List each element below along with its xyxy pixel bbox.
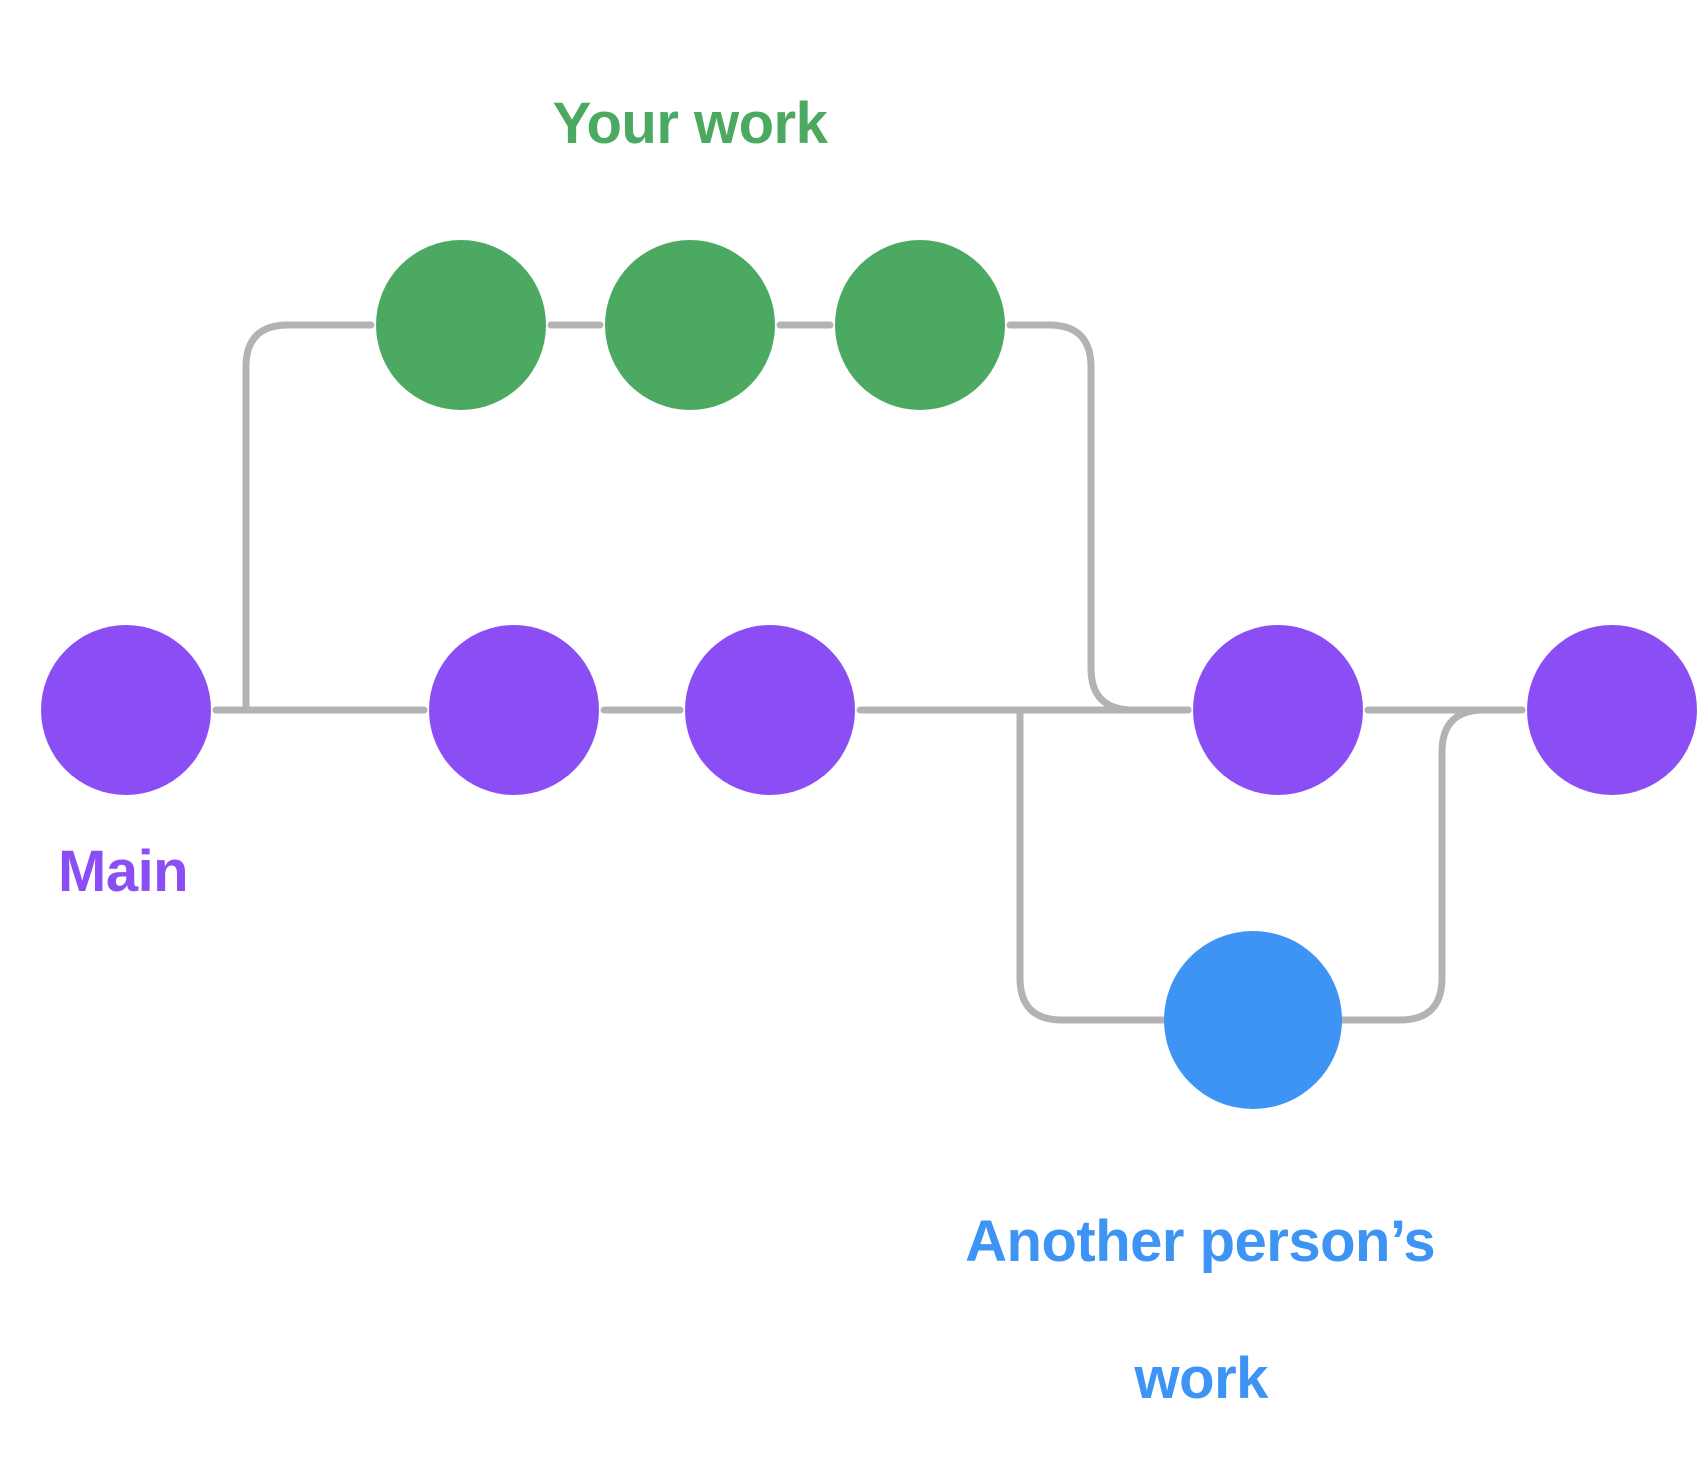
branch-graph-svg — [41, 240, 1697, 1109]
branch-label-main: Main — [58, 839, 189, 904]
connector-merge-your-work — [1006, 321, 1192, 714]
branch-label-other-person: Another person’s work — [860, 1140, 1480, 1482]
commit-node-main-4[interactable] — [1193, 625, 1363, 795]
connector-branch-out-other-work — [1016, 706, 1168, 1024]
commit-node-other-person-1[interactable] — [1164, 931, 1342, 1109]
branch-label-your-work: Your work — [552, 91, 828, 156]
connector-lines-group — [212, 321, 1526, 1024]
branch-label-other-person-line1: Another person’s — [965, 1209, 1436, 1275]
commit-node-main-2[interactable] — [429, 625, 599, 795]
branch-label-other-person-line2: work — [1134, 1346, 1269, 1412]
connector-merge-other-work — [1338, 706, 1526, 1024]
commit-node-your-work-2[interactable] — [605, 240, 775, 410]
commit-node-your-work-1[interactable] — [376, 240, 546, 410]
git-branch-diagram: Your work Main Another person’s work — [41, 91, 1697, 1412]
commit-node-your-work-3[interactable] — [835, 240, 1005, 410]
connector-branch-out-your-work — [242, 321, 375, 714]
commit-node-main-5[interactable] — [1527, 625, 1697, 795]
commit-node-main-1[interactable] — [41, 625, 211, 795]
commit-node-main-3[interactable] — [685, 625, 855, 795]
commit-nodes-group — [41, 240, 1697, 1109]
